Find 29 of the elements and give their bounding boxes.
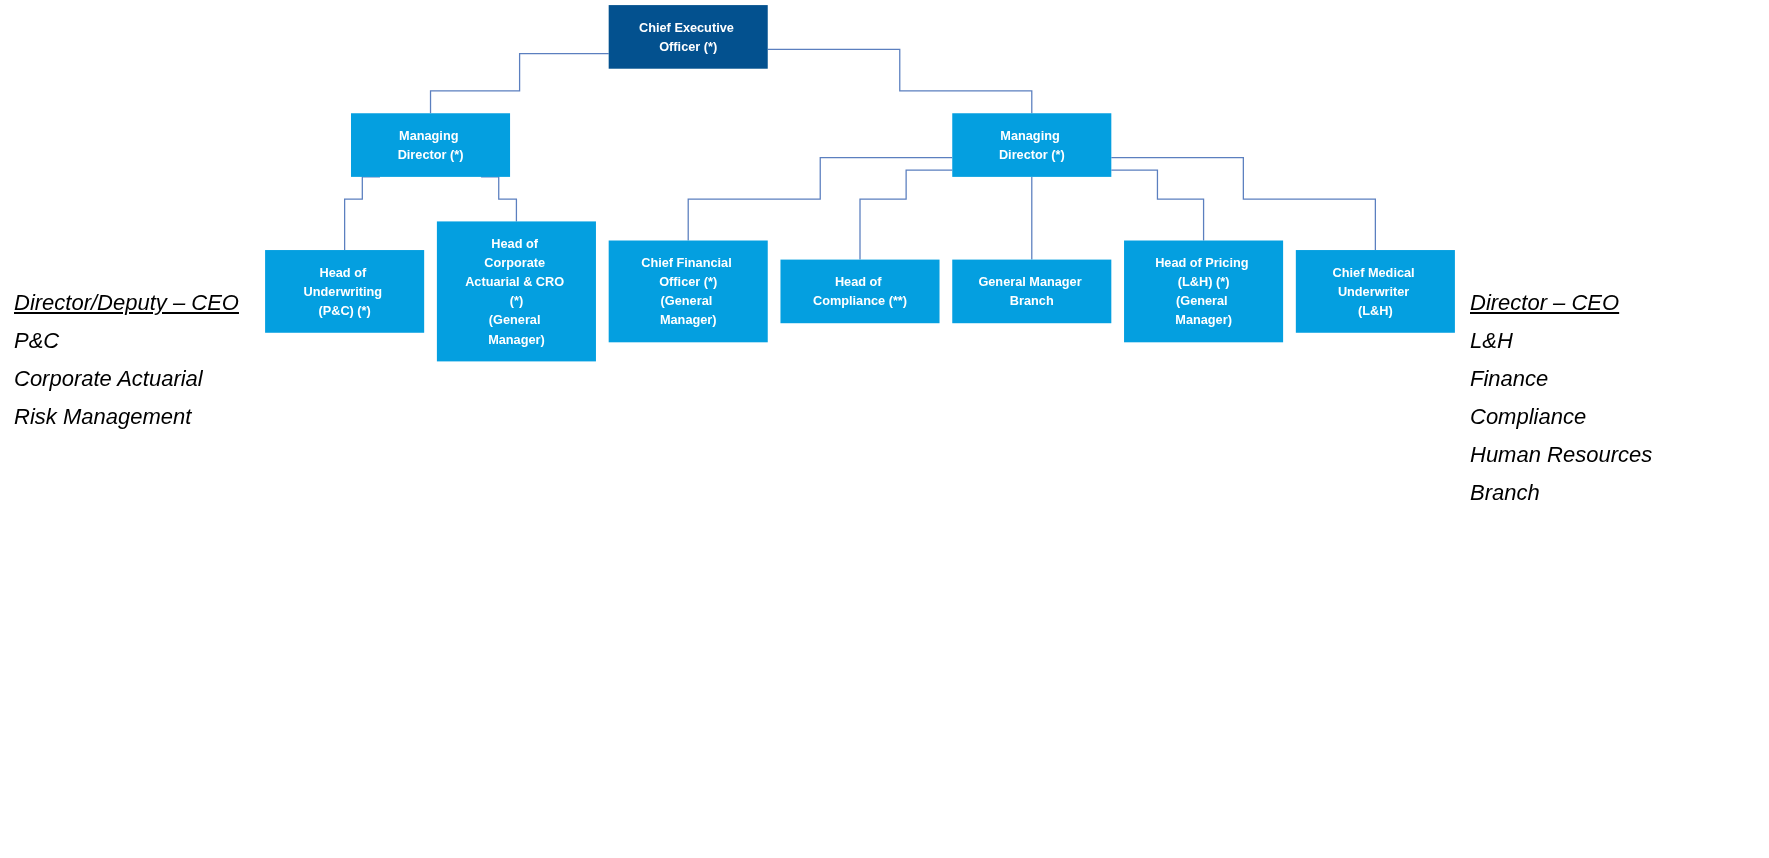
responsibility-item: Branch bbox=[1470, 480, 1541, 506]
node-box: Head of Compliance (**) bbox=[780, 259, 940, 324]
node-box: Head of Corporate Actuarial & CRO (*) (General Manager) bbox=[436, 221, 596, 362]
role-heading: Director – CEO bbox=[1470, 290, 1621, 316]
node-box: Head of Pricing (L&H) (*) (General Manager) bbox=[1124, 240, 1284, 343]
connector bbox=[429, 52, 610, 114]
connector bbox=[859, 169, 953, 261]
responsibility-item: P&C bbox=[14, 328, 61, 354]
role-heading: Director/Deputy – CEO bbox=[14, 290, 239, 316]
connector bbox=[1031, 176, 1033, 261]
node-box: Head of Underwriting (P&C) (*) bbox=[265, 250, 425, 333]
connector bbox=[344, 176, 381, 251]
connector bbox=[1110, 156, 1376, 251]
responsibility-item: Compliance bbox=[1470, 404, 1588, 430]
connector bbox=[687, 156, 953, 242]
connector bbox=[767, 48, 1033, 114]
responsibility-item: Human Resources bbox=[1470, 442, 1654, 468]
node-box: Chief Medical Underwriter (L&H) bbox=[1295, 250, 1455, 333]
connector bbox=[1110, 169, 1205, 242]
node-box: Chief Executive Officer (*) bbox=[608, 5, 768, 69]
connector bbox=[480, 176, 518, 223]
node-box: Managing Director (*) bbox=[952, 113, 1112, 177]
responsibility-item: Risk Management bbox=[14, 404, 193, 430]
responsibility-item: L&H bbox=[1470, 328, 1514, 354]
node-box: General Manager Branch bbox=[952, 259, 1112, 324]
node-box: Chief Financial Officer (*) (General Manager) bbox=[608, 240, 768, 343]
responsibility-item: Corporate Actuarial bbox=[14, 366, 204, 392]
node-box: Managing Director (*) bbox=[351, 113, 511, 177]
responsibility-item: Finance bbox=[1470, 366, 1550, 392]
